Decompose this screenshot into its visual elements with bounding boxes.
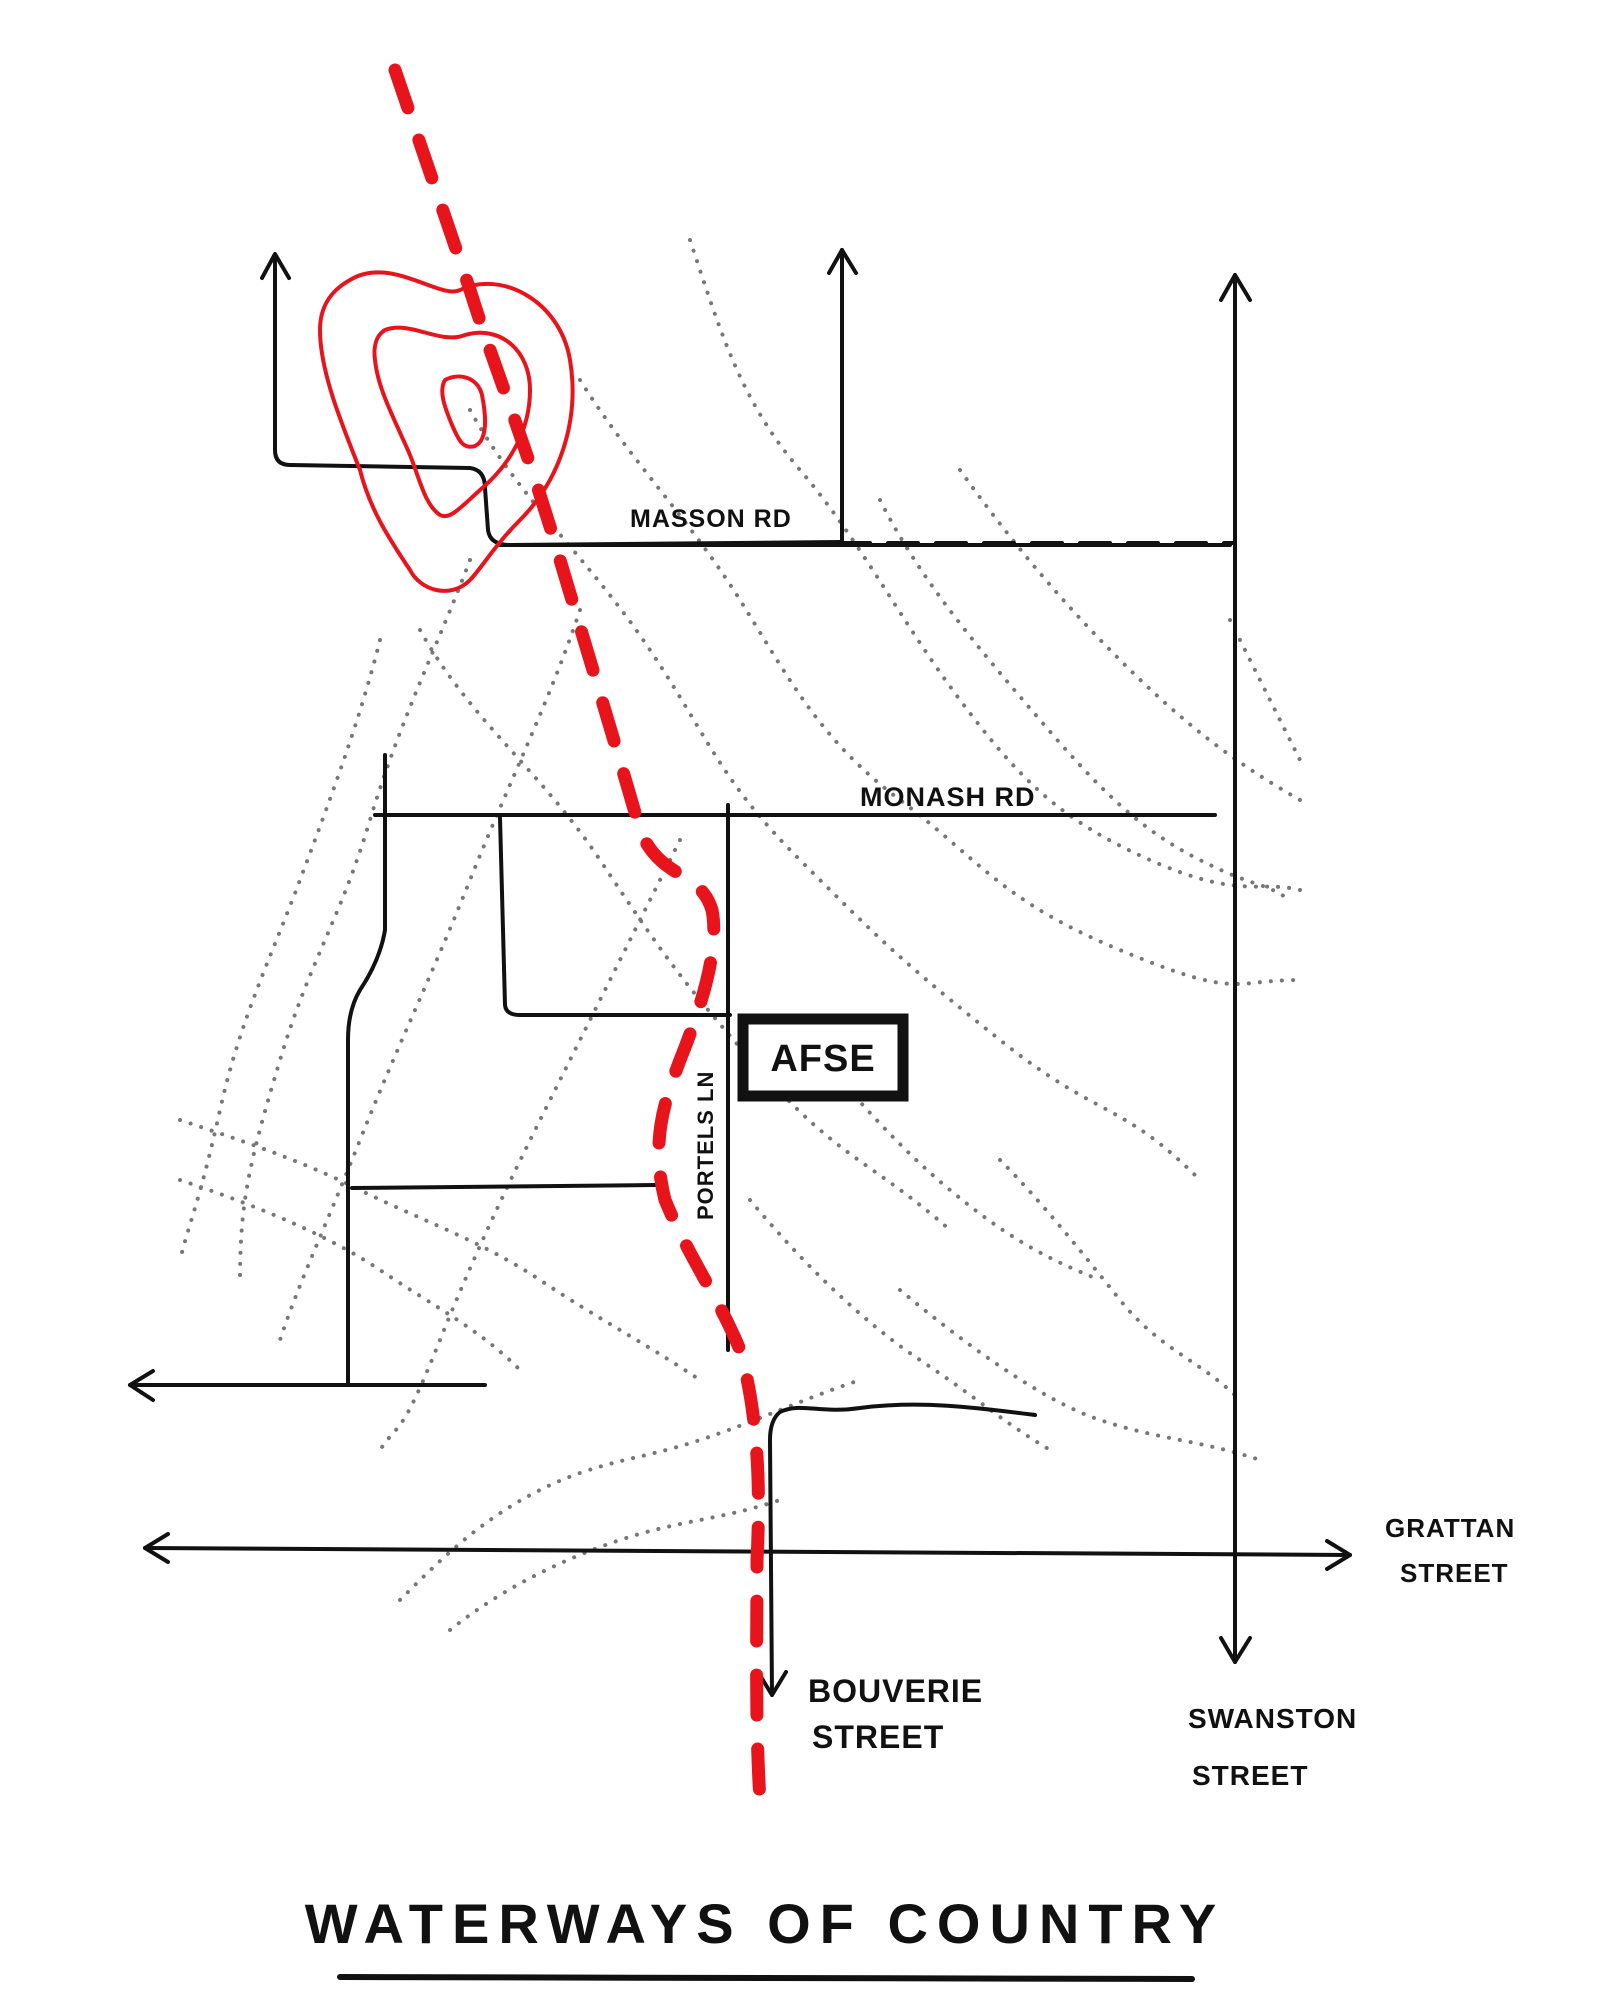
grattan-street-label: GRATTAN STREET — [1385, 1513, 1523, 1588]
north-west-road — [273, 253, 842, 547]
contour-line — [958, 468, 1302, 802]
portels-lane-label: PORTELS LN — [693, 1071, 718, 1220]
masson-road-label: MASSON RD — [630, 505, 792, 533]
contour-line — [278, 608, 582, 1342]
contour-line — [418, 628, 952, 1232]
contour-line — [688, 238, 1302, 892]
contour-lines — [178, 238, 1302, 1632]
contour-line — [178, 1118, 702, 1382]
hill-contour-outer — [317, 270, 575, 593]
map-title: WATERWAYS OF COUNTRY — [305, 1892, 1226, 1955]
hill-contour-inner — [440, 374, 487, 449]
contour-line — [898, 1288, 1262, 1462]
swanston-north-arrow — [1219, 273, 1252, 302]
grattan-west-arrow — [143, 1532, 170, 1564]
grattan-label-line1: GRATTAN — [1385, 1513, 1515, 1543]
waterway-line — [388, 63, 767, 1807]
roads — [128, 248, 1352, 1697]
north-west-arrow — [260, 252, 291, 280]
contour-line — [398, 1378, 862, 1602]
monash-road-label: MONASH RD — [860, 782, 1036, 812]
west-road — [346, 753, 387, 1387]
contour-line — [1228, 618, 1302, 762]
west-exit-arrow — [128, 1369, 155, 1402]
bouverie-label-line2: STREET — [812, 1719, 944, 1755]
cross-lane — [350, 1183, 657, 1190]
afse-label: AFSE — [770, 1038, 875, 1080]
swanston-label-line1: SWANSTON — [1188, 1703, 1357, 1734]
contour-line — [378, 838, 682, 1452]
contour-line — [578, 378, 1302, 986]
bouverie-street-line — [768, 1402, 1037, 1697]
contour-line — [998, 1158, 1242, 1402]
swanston-label-line2: STREET — [1192, 1760, 1308, 1791]
swanston-street-label: SWANSTON STREET — [1188, 1703, 1366, 1791]
title-underline — [337, 1974, 1195, 1982]
grattan-east-arrow — [1325, 1539, 1352, 1571]
swanston-south-arrow — [1219, 1636, 1252, 1664]
grattan-street-line — [143, 1546, 1352, 1557]
north-road-arrow — [827, 248, 858, 275]
bouverie-street-label: BOUVERIE STREET — [808, 1673, 993, 1755]
contour-line — [448, 1498, 782, 1632]
contour-line — [238, 558, 472, 1282]
hill-contours — [317, 270, 575, 593]
contour-line — [748, 1198, 1052, 1452]
bouverie-label-line1: BOUVERIE — [808, 1673, 983, 1709]
inner-loop-road — [498, 816, 732, 1017]
hill-contour-middle — [372, 325, 533, 519]
contour-line — [878, 498, 1292, 902]
grattan-label-line2: STREET — [1400, 1558, 1509, 1588]
afse-building — [737, 1013, 909, 1102]
